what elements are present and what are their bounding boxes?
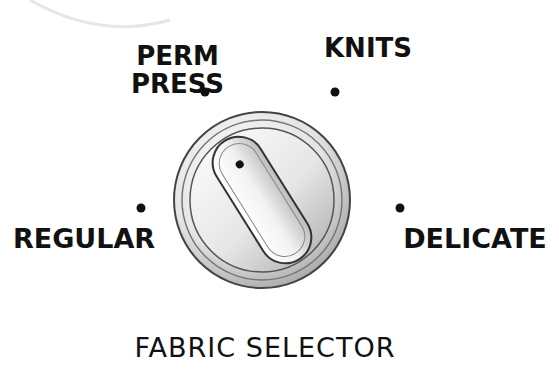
position-dot xyxy=(331,88,340,97)
pointer-dot xyxy=(234,159,245,170)
setting-label: KNITS xyxy=(318,34,418,62)
knob-outer-ring xyxy=(174,112,350,288)
setting-label: REGULAR xyxy=(4,224,164,254)
background-curve xyxy=(30,0,170,27)
knob-handle xyxy=(203,127,321,273)
position-dot xyxy=(137,204,146,213)
selector-title: FABRIC SELECTOR xyxy=(110,332,420,364)
knob-handle-body xyxy=(203,127,321,273)
setting-label: PERM PRESS xyxy=(130,42,225,98)
knob-handle-inner xyxy=(212,136,313,264)
position-dot xyxy=(396,204,405,213)
knob-rim xyxy=(182,120,342,280)
setting-label: DELICATE xyxy=(392,224,558,254)
